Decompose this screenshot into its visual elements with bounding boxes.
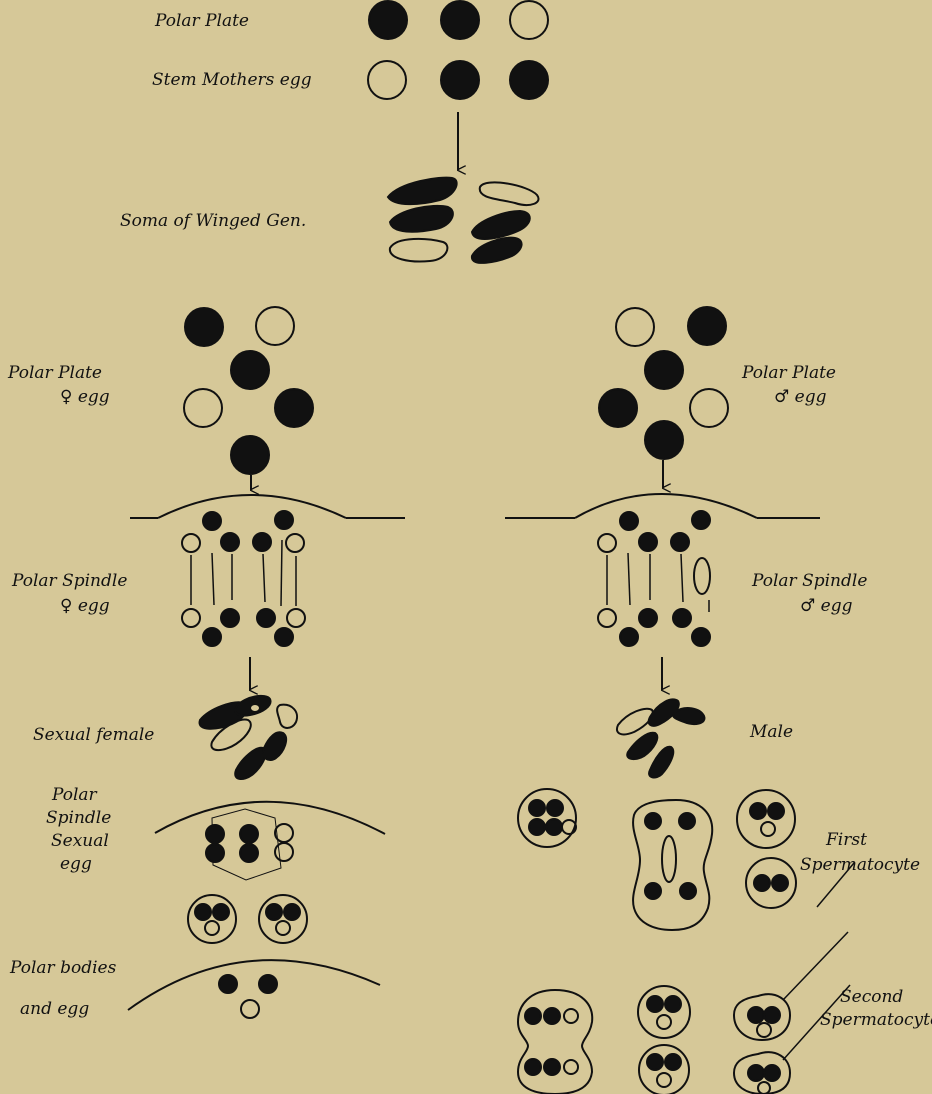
label-polar-spindle-sexual-egg-4: egg [60,854,92,874]
label-polar-spindle-male-2: ♂ egg [800,596,853,616]
sexual-egg-spindle [154,800,386,881]
spermatid-1 [732,931,849,1042]
label-polar-spindle-sexual-egg-2: Spindle [46,808,111,828]
female-surface-line [130,494,405,519]
label-polar-plate-male-2: ♂ egg [774,387,827,407]
male-dividing-cell-bottom-left [516,988,594,1094]
female-polar-plate [183,306,314,475]
label-polar-plate-top: Polar Plate [154,11,249,31]
label-polar-spindle-sexual-egg-1: Polar [51,785,98,805]
egg-with-nucleus [127,959,381,1019]
male-cell-left [517,788,577,848]
stem-mothers-egg-row [367,60,549,100]
polar-bodies-pair [187,894,308,944]
male-cell-mid-2 [638,1044,690,1094]
male-polar-spindle [597,510,711,647]
label-second-spermatocyte-1: Second [840,987,903,1007]
label-polar-spindle-sexual-egg-3: Sexual [51,831,109,851]
label-sexual-female: Sexual female [33,725,154,745]
label-polar-spindle-male-1: Polar Spindle [751,571,867,591]
label-polar-spindle-female-2: ♀ egg [60,596,110,616]
male-surface-line [505,493,820,519]
male-cell-right-bottom [745,857,797,909]
label-male: Male [749,722,793,742]
male-polar-plate [598,306,729,460]
first-spermatocyte-pointer [816,862,855,908]
label-second-spermatocyte-2: Spermatocyte [820,1010,932,1030]
male-cell-right-top [736,789,796,849]
male-cell-dividing [632,798,714,932]
label-polar-bodies-1: Polar bodies [9,958,117,978]
spermatid-2 [732,984,851,1094]
label-polar-plate-female-2: ♀ egg [60,387,110,407]
label-polar-spindle-female-1: Polar Spindle [11,571,127,591]
sexual-female-chromosomes [198,694,298,780]
label-first-spermatocyte-1: First [825,830,867,850]
male-cell-mid-1 [637,985,691,1039]
label-soma-winged-gen: Soma of Winged Gen. [120,211,306,231]
label-polar-plate-female-1: Polar Plate [7,363,102,383]
label-polar-plate-male-1: Polar Plate [741,363,836,383]
top-polar-plate-row [368,0,549,40]
label-stem-mothers-egg: Stem Mothers egg [152,70,312,90]
male-chromosomes [616,698,706,779]
label-polar-bodies-2: and egg [20,999,89,1019]
soma-winged-chromosomes [386,176,540,264]
female-polar-spindle [181,510,306,647]
label-first-spermatocyte-2: Spermatocyte [800,855,920,875]
